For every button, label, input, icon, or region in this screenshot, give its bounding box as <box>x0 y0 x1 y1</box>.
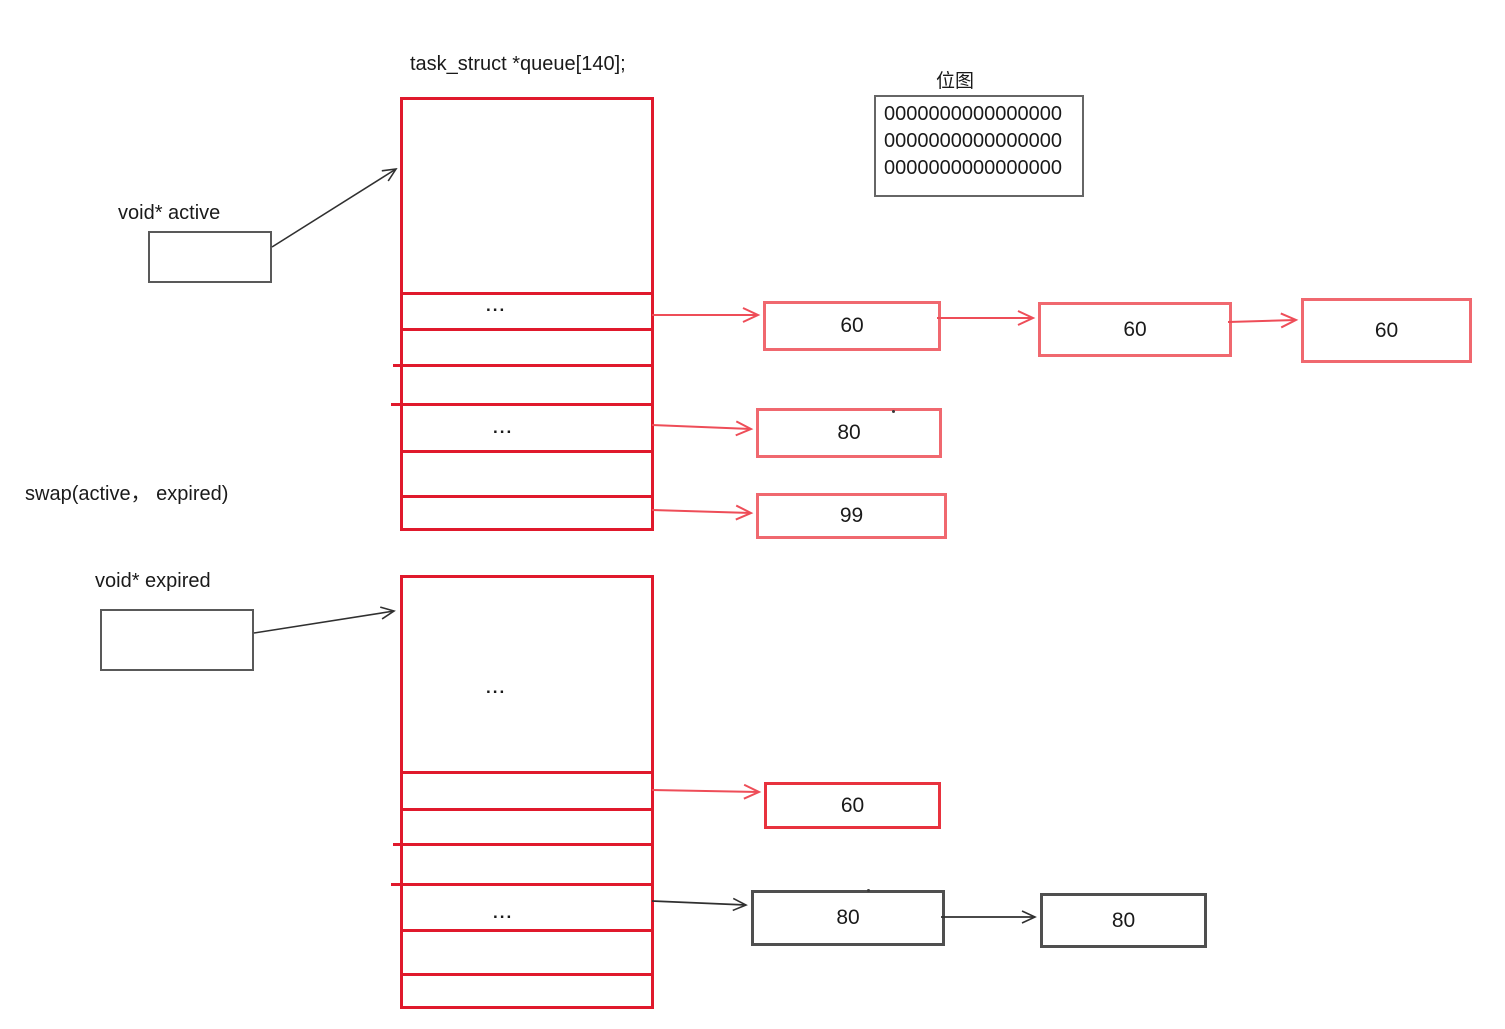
arrow-expiredqueue-to-60 <box>651 783 762 800</box>
arrow-60-to-60 <box>1227 312 1299 329</box>
expired-queue-ellipsis-top: ... <box>486 678 507 697</box>
expired-queue-ellipsis-middle: ... <box>493 903 514 922</box>
task-node-value: 80 <box>837 421 861 444</box>
task-node-active-60-1: 60 <box>763 301 941 351</box>
expired-queue-array: ... ... <box>391 575 654 1009</box>
active-queue-ellipsis-middle: ... <box>493 418 514 437</box>
bitmap-label: 位图 <box>936 71 975 92</box>
queue-row-divider <box>403 771 651 774</box>
active-pointer-label: void* active <box>118 202 221 224</box>
task-node-value: 80 <box>836 906 860 929</box>
queue-row-divider <box>403 292 651 295</box>
queue-row-divider <box>391 883 651 886</box>
expired-pointer-box <box>100 609 254 671</box>
task-node-active-80: 80 <box>756 408 942 458</box>
stray-dot <box>892 410 895 413</box>
queue-row-divider <box>391 403 651 406</box>
task-node-value: 60 <box>840 793 865 817</box>
task-node-value: 60 <box>840 314 864 337</box>
bitmap-row: 0000000000000000 <box>884 103 1062 125</box>
task-node-active-60-3: 60 <box>1301 298 1472 363</box>
task-node-active-60-2: 60 <box>1038 302 1232 357</box>
swap-annotation: swap(active， expired) <box>25 483 229 505</box>
queue-row-divider <box>403 808 651 811</box>
stray-dot <box>867 889 870 892</box>
active-queue-ellipsis-top: ... <box>486 296 507 315</box>
active-pointer-box <box>148 231 272 283</box>
queue-row-divider <box>393 364 651 367</box>
queue-row-divider <box>393 843 651 846</box>
queue-row-divider <box>403 973 651 976</box>
queue-row-divider <box>403 929 651 932</box>
task-node-value: 80 <box>1111 908 1136 932</box>
bitmap-box: 0000000000000000 0000000000000000 000000… <box>874 95 1084 197</box>
task-node-expired-80-2: 80 <box>1040 893 1207 948</box>
task-node-expired-60: 60 <box>764 782 941 829</box>
task-node-value: 60 <box>1123 317 1147 341</box>
queue-row-divider <box>403 495 651 498</box>
bitmap-row: 0000000000000000 <box>884 130 1062 152</box>
arrow-activequeue-to-99 <box>651 504 754 521</box>
task-node-active-99: 99 <box>756 493 947 539</box>
task-node-value: 60 <box>1374 318 1399 342</box>
arrow-activequeue-to-80 <box>651 420 754 437</box>
arrow-expired-to-queue <box>253 606 396 634</box>
task-node-expired-80-1: 80 <box>751 890 945 946</box>
task-node-value: 99 <box>839 504 864 527</box>
expired-pointer-label: void* expired <box>95 570 211 592</box>
queue-row-divider <box>403 328 651 331</box>
queue-declaration-title: task_struct *queue[140]; <box>410 53 626 75</box>
active-queue-array: ... ... <box>391 97 654 531</box>
arrow-expiredqueue-to-80 <box>651 897 748 912</box>
arrow-active-to-queue <box>271 167 398 248</box>
bitmap-row: 0000000000000000 <box>884 157 1062 179</box>
queue-row-divider <box>403 450 651 453</box>
